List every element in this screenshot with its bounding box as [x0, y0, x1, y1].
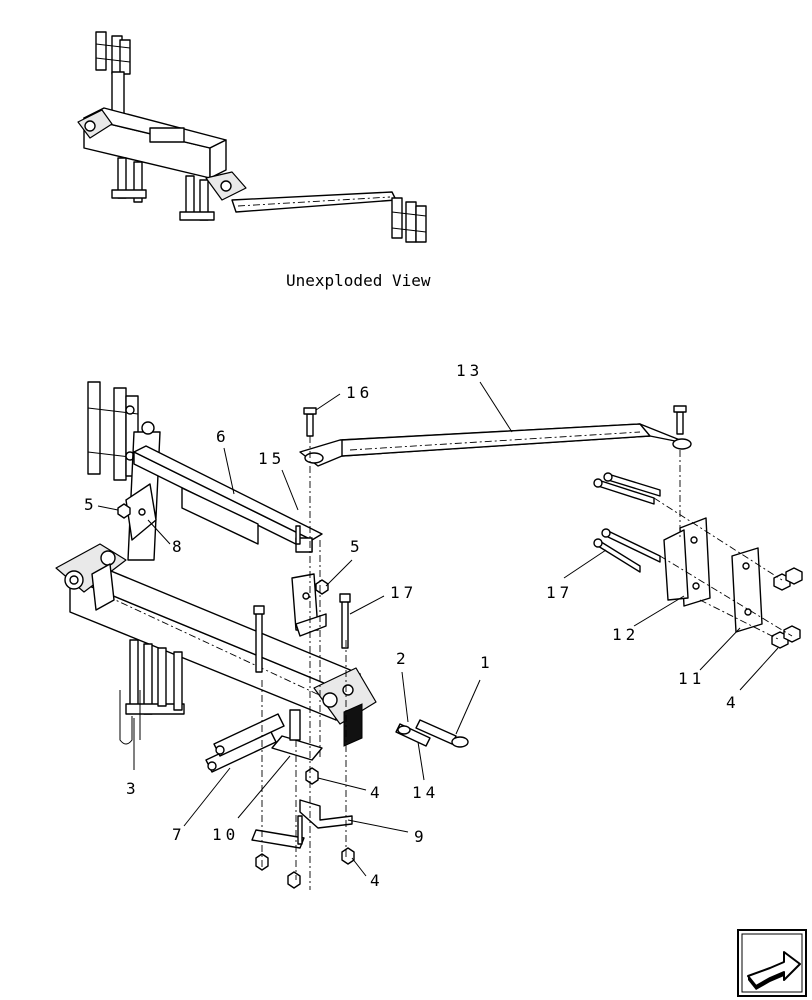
callout-11: 11: [678, 669, 705, 688]
callout-8: 8: [172, 537, 186, 556]
callout-2: 2: [396, 649, 410, 668]
caption-unexploded-view: Unexploded View: [286, 271, 431, 290]
callout-17-mid: 17: [390, 583, 417, 602]
callout-16: 16: [346, 383, 373, 402]
unexploded-assembly: [77, 31, 427, 243]
callout-3: 3: [126, 779, 140, 798]
callout-4-bottom: 4: [370, 871, 384, 890]
callout-9: 9: [414, 827, 428, 846]
callout-6: 6: [216, 427, 230, 446]
callout-7: 7: [172, 825, 186, 844]
callout-4-mid: 4: [370, 783, 384, 802]
callout-5-left: 5: [84, 495, 98, 514]
next-page-arrow-icon[interactable]: [737, 929, 807, 997]
callout-10: 10: [212, 825, 239, 844]
callout-13: 13: [456, 361, 483, 380]
callout-5: 5: [350, 537, 364, 556]
callout-leaders: [97, 381, 779, 877]
callout-17-right: 17: [546, 583, 573, 602]
callout-14: 14: [412, 783, 439, 802]
callout-labels: 1 2 3 4 4 4 5 5 6 7 8 9 10 11 12 13 14 1…: [84, 361, 740, 890]
callout-4-right: 4: [726, 693, 740, 712]
callout-1: 1: [480, 653, 494, 672]
exploded-assembly: [55, 381, 803, 890]
callout-15: 15: [258, 449, 285, 468]
callout-12: 12: [612, 625, 639, 644]
